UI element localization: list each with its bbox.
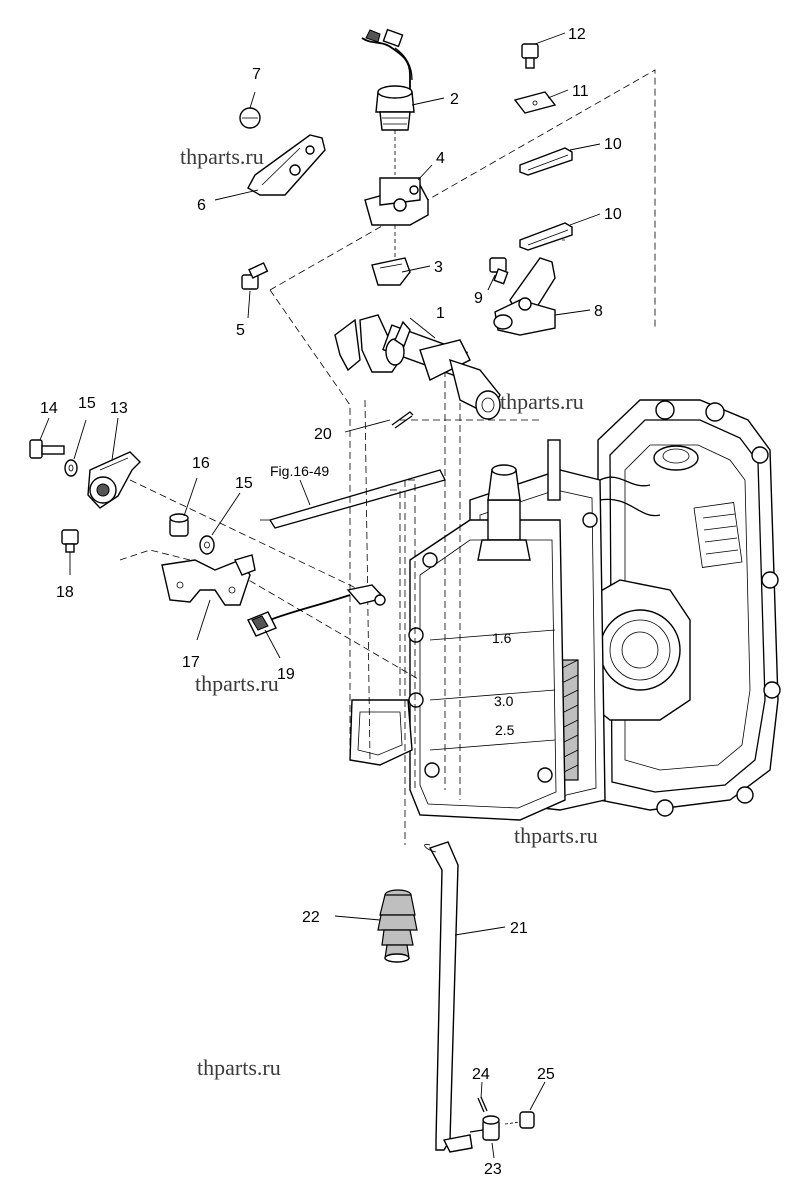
callout-18: 18 [56, 584, 74, 601]
part-18-bolt [61, 529, 79, 553]
part-22-grommet [377, 889, 418, 963]
callout-13: 13 [110, 400, 128, 417]
part-13-cam [87, 451, 141, 509]
part-23-sleeve [469, 1115, 500, 1141]
part-3-clip [371, 257, 411, 286]
part-19-link [247, 584, 386, 637]
part-24-pin [477, 1096, 488, 1113]
part-9-bolt [489, 257, 509, 285]
part-15-washer-a [64, 459, 78, 477]
svg-text:1.6: 1.6 [492, 630, 512, 646]
callout-20: 20 [314, 426, 332, 443]
part-11-plate [513, 91, 557, 114]
callout-4: 4 [436, 150, 445, 167]
part-10-clip-b [519, 222, 573, 251]
svg-text:2.5: 2.5 [495, 722, 515, 738]
callout-8: 8 [594, 303, 603, 320]
callout-15a: 15 [78, 395, 96, 412]
callout-22: 22 [302, 909, 320, 926]
part-10-clip-a [519, 147, 573, 176]
part-5-bolt [241, 262, 269, 290]
engine-block: 1.6 3.0 2.5 [349, 399, 781, 821]
callout-14: 14 [40, 400, 58, 417]
callout-10a: 10 [604, 136, 622, 153]
part-17-bracket [161, 554, 256, 606]
part-20-pin [391, 411, 414, 429]
part-8-lever [493, 257, 556, 336]
callout-24: 24 [472, 1066, 490, 1083]
part-2-sensor [361, 28, 415, 175]
callout-17: 17 [182, 654, 200, 671]
part-1-shaft [334, 314, 501, 420]
part-7-cap [239, 107, 261, 129]
callout-12: 12 [568, 26, 586, 43]
callout-25: 25 [537, 1066, 555, 1083]
callout-11: 11 [572, 83, 589, 100]
part-14-bolt [29, 439, 65, 459]
callout-15b: 15 [235, 475, 253, 492]
svg-text:3.0: 3.0 [494, 693, 514, 709]
callout-7: 7 [252, 66, 261, 83]
watermark: thparts.ru [180, 144, 264, 169]
callout-3: 3 [434, 259, 443, 276]
callout-21: 21 [510, 920, 528, 937]
leader-lines [39, 32, 601, 1159]
part-12-bolt [521, 43, 539, 69]
callout-1: 1 [436, 305, 445, 322]
part-4-bracket [364, 177, 429, 260]
callout-23: 23 [484, 1161, 502, 1178]
fig-ref-rod [260, 469, 446, 529]
callout-2: 2 [450, 91, 459, 108]
callout-5: 5 [236, 322, 245, 339]
watermark: thparts.ru [195, 671, 279, 696]
part-25-cap [504, 1111, 535, 1129]
watermark: thparts.ru [197, 1055, 281, 1080]
callout-9: 9 [474, 290, 483, 307]
callout-19: 19 [277, 666, 295, 683]
part-6-plate [247, 134, 326, 196]
callouts: 1 2 3 4 5 6 7 8 9 10 10 11 12 13 14 15 1… [40, 26, 622, 1178]
callout-16: 16 [192, 455, 210, 472]
part-21-rod [424, 841, 473, 1153]
callout-6: 6 [197, 197, 206, 214]
watermark: thparts.ru [500, 389, 584, 414]
watermark: thparts.ru [514, 823, 598, 848]
watermarks: thparts.ru thparts.ru thparts.ru thparts… [180, 144, 598, 1080]
part-16-bushing [169, 513, 189, 537]
part-15-washer-b [199, 535, 215, 555]
figure-reference: Fig.16-49 [270, 463, 329, 479]
callout-10b: 10 [604, 206, 622, 223]
